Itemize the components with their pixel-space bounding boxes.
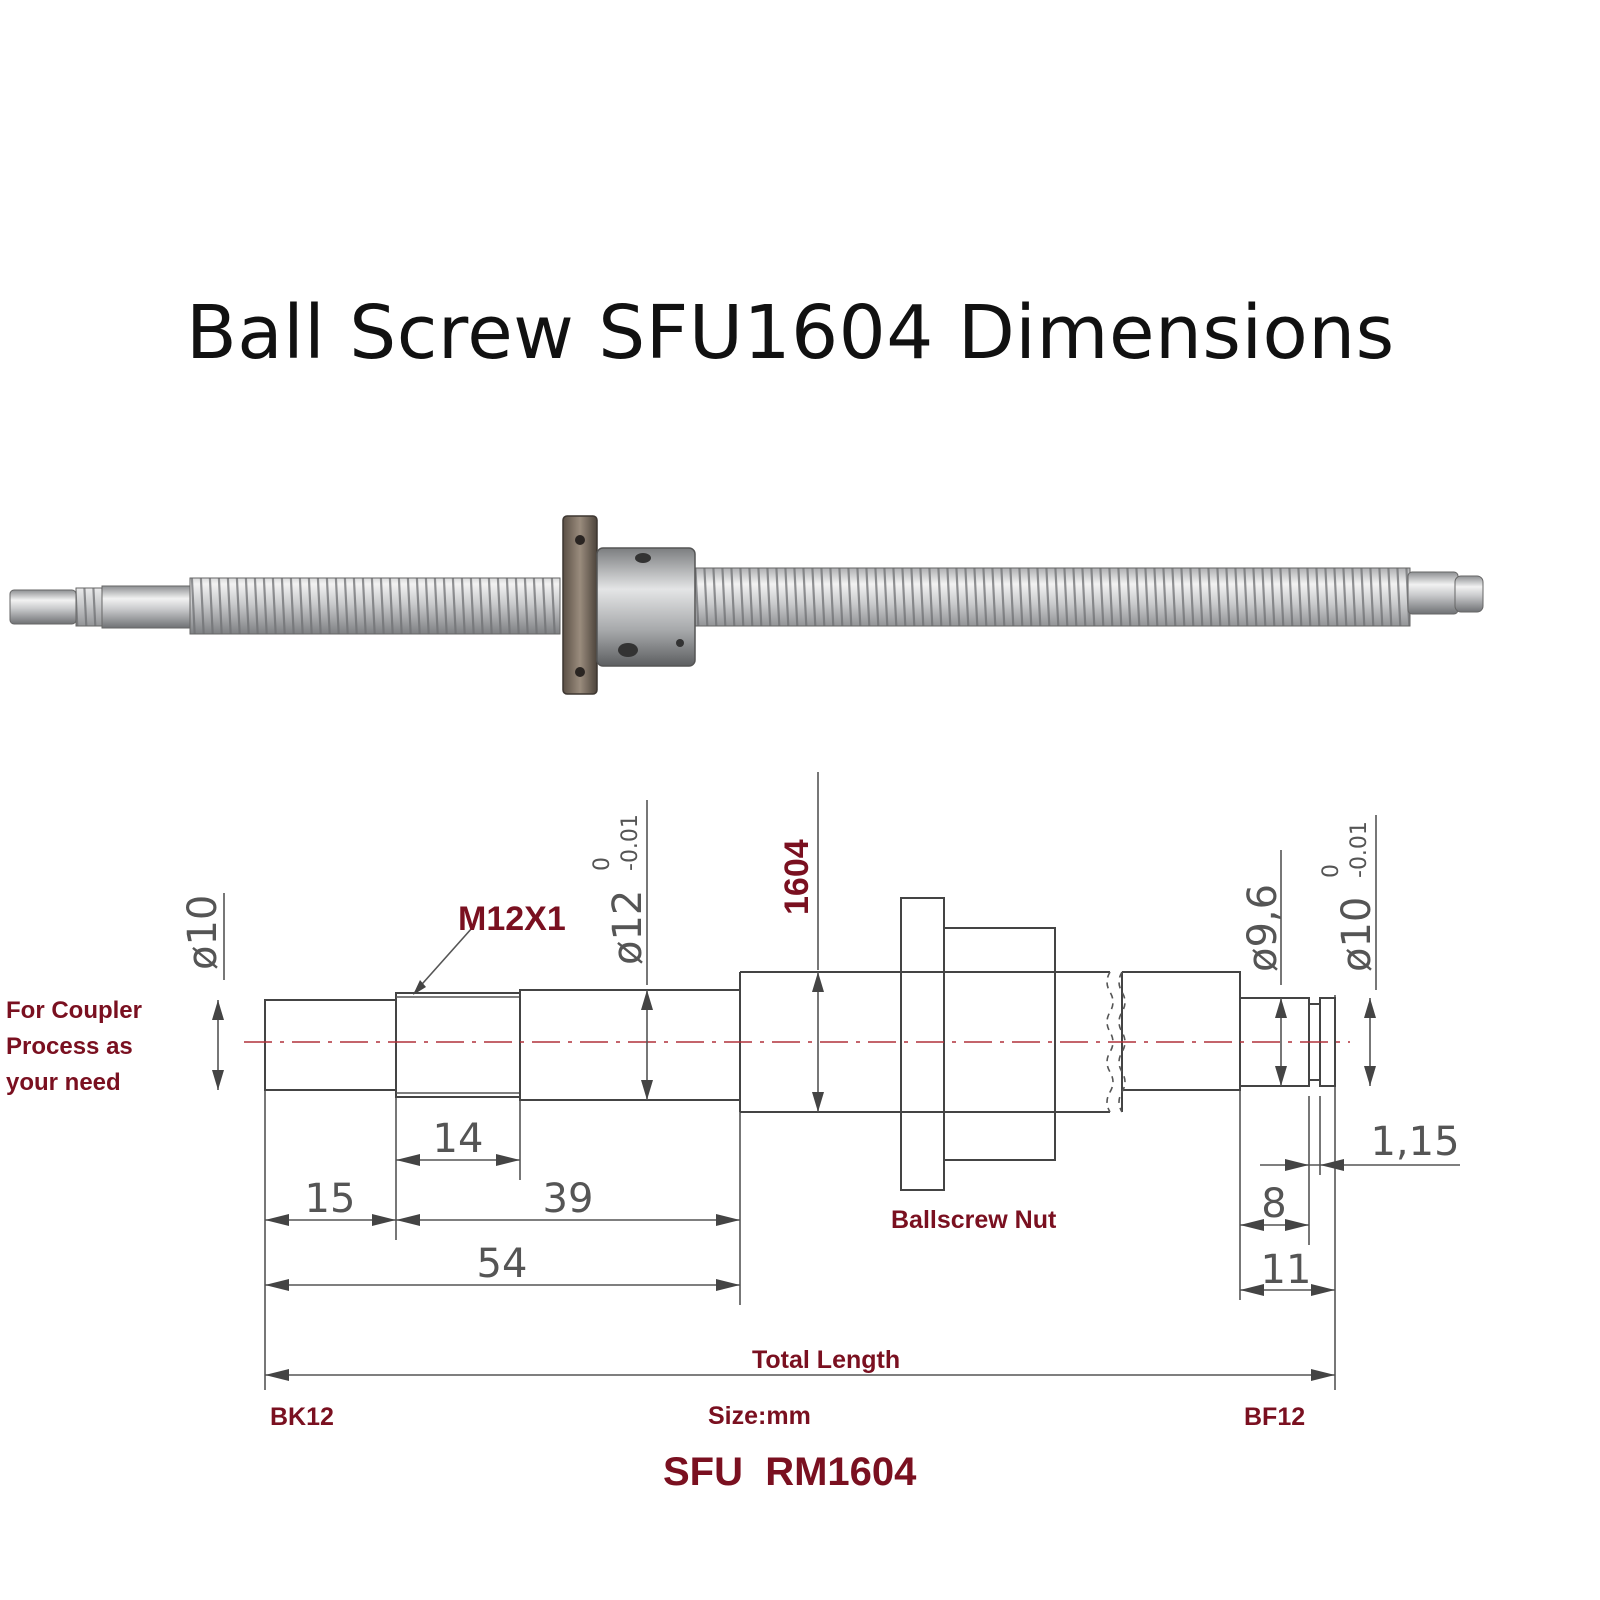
dim-diameter-10-right-tol-lower: -0.01 <box>1347 821 1372 878</box>
page-title: Ball Screw SFU1604 Dimensions <box>186 290 1395 376</box>
dim-diameter-10-left: ø10 <box>180 895 226 970</box>
dim-14: 14 <box>433 1116 484 1162</box>
dim-vertical-arrows <box>212 972 1376 1112</box>
right-support-label: BF12 <box>1244 1403 1305 1431</box>
side-note-line-2: Process as <box>6 1033 133 1060</box>
dim-horizontal-arrows <box>265 1154 1460 1381</box>
side-note-line-1: For Coupler <box>6 997 142 1024</box>
dim-diameter-9-6: ø9,6 <box>1240 884 1286 972</box>
dim-39: 39 <box>543 1176 594 1222</box>
model-label: SFU RM1604 <box>663 1450 917 1494</box>
dim-1-15: 1,15 <box>1370 1119 1459 1165</box>
dim-54: 54 <box>477 1241 528 1287</box>
ballscrew-nut-outline <box>900 897 1056 1191</box>
units-label: Size:mm <box>708 1402 811 1430</box>
dim-diameter-12: ø12 0 -0.01 <box>590 814 651 965</box>
side-note-line-3: your need <box>6 1069 121 1096</box>
ball-screw-photo <box>9 515 1484 695</box>
dim-diameter-10-right-tol-upper: 0 <box>1319 864 1344 878</box>
technical-drawing: 14 15 39 54 8 11 1,15 ø10 ø12 0 -0.01 ø9… <box>6 772 1460 1494</box>
dim-15: 15 <box>305 1176 356 1222</box>
thread-label: M12X1 <box>458 900 566 938</box>
length-code-label: 1604 <box>778 839 816 915</box>
left-support-label: BK12 <box>270 1403 334 1431</box>
dim-11: 11 <box>1261 1247 1312 1293</box>
total-length-label: Total Length <box>752 1346 900 1374</box>
nut-label: Ballscrew Nut <box>891 1206 1057 1234</box>
dim-8: 8 <box>1261 1181 1286 1227</box>
dim-diameter-12-tol-upper: 0 <box>590 857 615 871</box>
dim-diameter-12-tol-lower: -0.01 <box>618 814 643 871</box>
dim-diameter-12-value: ø12 <box>605 890 651 965</box>
dim-diameter-10-right: ø10 0 -0.01 <box>1319 821 1380 972</box>
dim-diameter-10-right-value: ø10 <box>1334 897 1380 972</box>
